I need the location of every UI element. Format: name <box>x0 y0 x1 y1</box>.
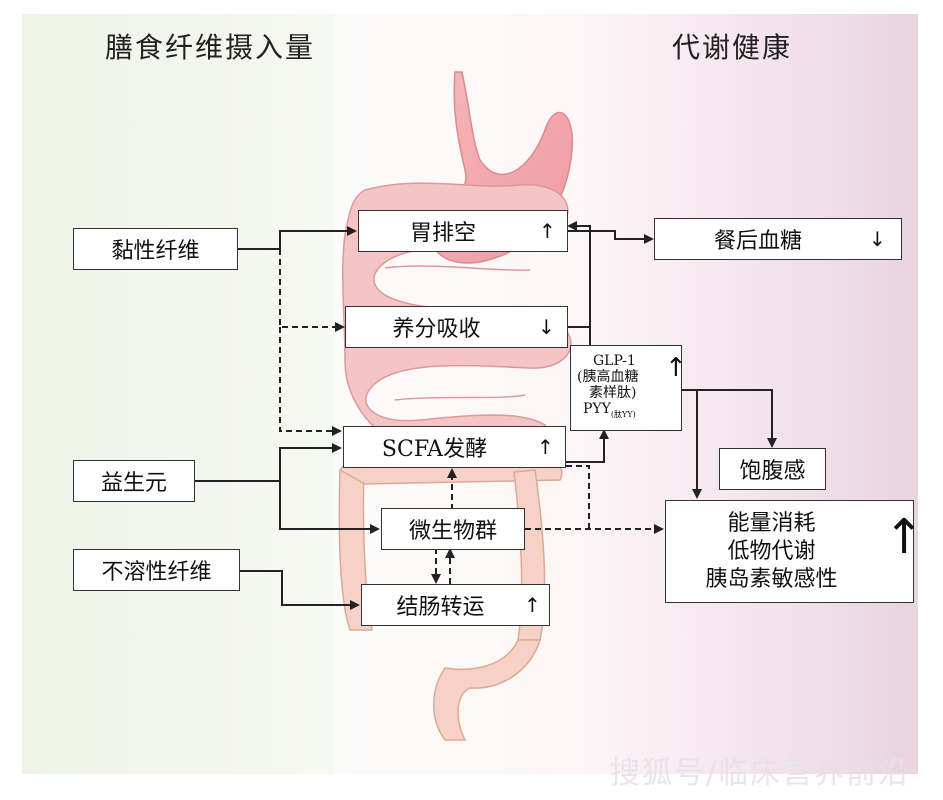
insoluble-fiber-label: 不溶性纤维 <box>101 560 212 585</box>
metabolic-outcomes-box: 能量消耗 低物代谢 胰岛素敏感性 ↑ <box>665 500 924 603</box>
connector-prebiotic-to-microbiota <box>279 481 380 534</box>
microbiota-label: 微生物群 <box>408 519 497 544</box>
gastric-emptying-label: 胃排空 <box>409 221 476 246</box>
up-arrow-icon: ↑ <box>524 593 541 617</box>
connector-prebiotic-to-scfa <box>195 443 342 482</box>
connector-viscous-to-gastric <box>238 226 357 250</box>
down-arrow-icon: ↓ <box>538 315 555 339</box>
dashed-viscous-to-absorption <box>279 249 345 332</box>
insoluble-fiber-box: 不溶性纤维 <box>73 549 240 591</box>
connector-insoluble-to-transit <box>240 570 360 610</box>
hormone-line-2: (胰高血糖 <box>577 369 639 386</box>
prebiotic-box: 益生元 <box>73 460 195 502</box>
hormone-line-1: GLP-1 <box>593 353 636 370</box>
nutrient-absorption-box: 养分吸收 ↓ <box>345 306 568 348</box>
background-left-panel <box>22 14 342 774</box>
right-header: 代谢健康 <box>672 31 793 64</box>
hormone-line-4: PYY(肽YY) <box>577 401 636 423</box>
viscous-fiber-label: 黏性纤维 <box>111 239 200 264</box>
colonic-transit-label: 结肠转运 <box>396 595 485 620</box>
up-arrow-icon: ↑ <box>537 435 554 459</box>
dashed-viscous-to-scfa <box>279 327 342 436</box>
watermark: 搜狐号/临床营养前沿 <box>610 756 911 791</box>
insulin-sensitivity-label: 胰岛素敏感性 <box>705 566 838 592</box>
satiety-label: 饱腹感 <box>739 459 806 484</box>
scfa-fermentation-box: SCFA发酵 ↑ <box>343 426 566 468</box>
viscous-fiber-box: 黏性纤维 <box>73 228 238 270</box>
microbiota-box: 微生物群 <box>381 508 525 550</box>
up-arrow-icon: ↑ <box>884 509 925 565</box>
postprandial-glucose-label: 餐后血糖 <box>713 229 802 254</box>
connector-hormones-to-satiety <box>682 389 777 448</box>
connector-hormones-to-gastric <box>567 221 591 348</box>
scfa-fermentation-label: SCFA发酵 <box>381 437 488 462</box>
colonic-transit-box: 结肠转运 ↑ <box>361 584 550 626</box>
gut-hormone-box: GLP-1 (胰高血糖 素样肽) PYY(肽YY) ↑ <box>570 345 687 431</box>
down-arrow-icon: ↓ <box>869 227 886 251</box>
connector-gastric-to-glucose <box>568 230 654 244</box>
hormone-pyy-sub: (肽YY) <box>610 409 636 419</box>
nutrient-absorption-label: 养分吸收 <box>392 317 481 342</box>
gastric-emptying-box: 胃排空 ↑ <box>358 210 568 252</box>
metabolism-label: 低物代谢 <box>727 538 816 564</box>
left-header: 膳食纤维摄入量 <box>105 31 316 64</box>
prebiotic-label: 益生元 <box>100 471 167 496</box>
up-arrow-icon: ↑ <box>539 219 556 243</box>
hormone-line-3: 素样肽) <box>589 385 637 402</box>
satiety-box: 饱腹感 <box>719 448 826 490</box>
dashed-scfa-to-energy <box>566 465 590 529</box>
up-arrow-icon: ↑ <box>665 353 687 383</box>
postprandial-glucose-box: 餐后血糖 ↓ <box>654 218 902 260</box>
energy-expenditure-label: 能量消耗 <box>727 510 816 536</box>
connector-scfa-to-hormones <box>566 429 609 463</box>
hormone-pyy-label: PYY <box>583 401 611 418</box>
